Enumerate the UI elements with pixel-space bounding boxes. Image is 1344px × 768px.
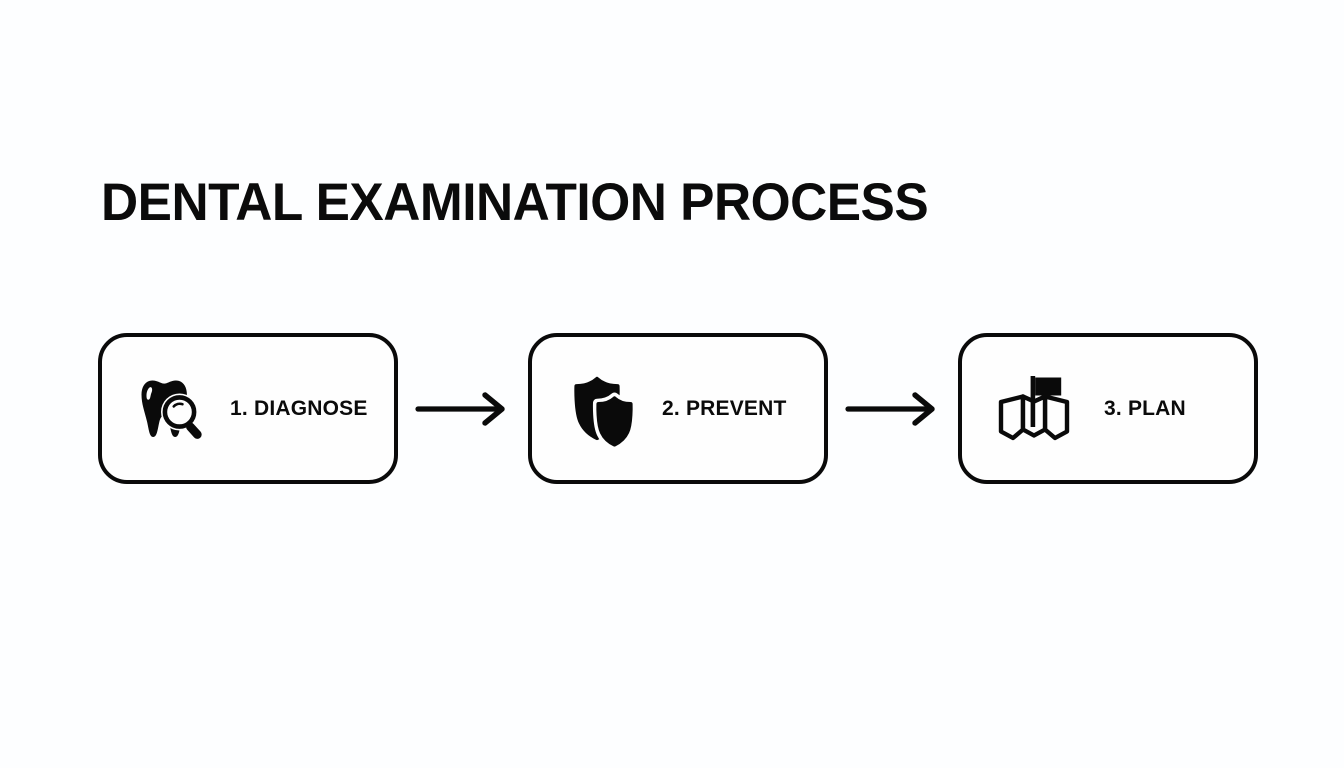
process-step-label: 3. PLAN <box>1104 396 1186 420</box>
arrow-right-icon <box>844 388 940 430</box>
double-shield-icon <box>568 371 644 447</box>
process-step-label: 1. DIAGNOSE <box>230 396 368 420</box>
process-step-plan[interactable]: 3. PLAN <box>958 333 1258 484</box>
process-step-diagnose[interactable]: 1. DIAGNOSE <box>98 333 398 484</box>
arrow-right-icon <box>414 388 510 430</box>
tooth-magnifier-icon <box>132 371 208 447</box>
process-step-label: 2. PREVENT <box>662 396 787 420</box>
map-flag-icon <box>996 371 1072 447</box>
process-step-prevent[interactable]: 2. PREVENT <box>528 333 828 484</box>
page-title: DENTAL EXAMINATION PROCESS <box>101 173 929 232</box>
process-flow: 1. DIAGNOSE 2. PREVENT <box>0 333 1344 485</box>
